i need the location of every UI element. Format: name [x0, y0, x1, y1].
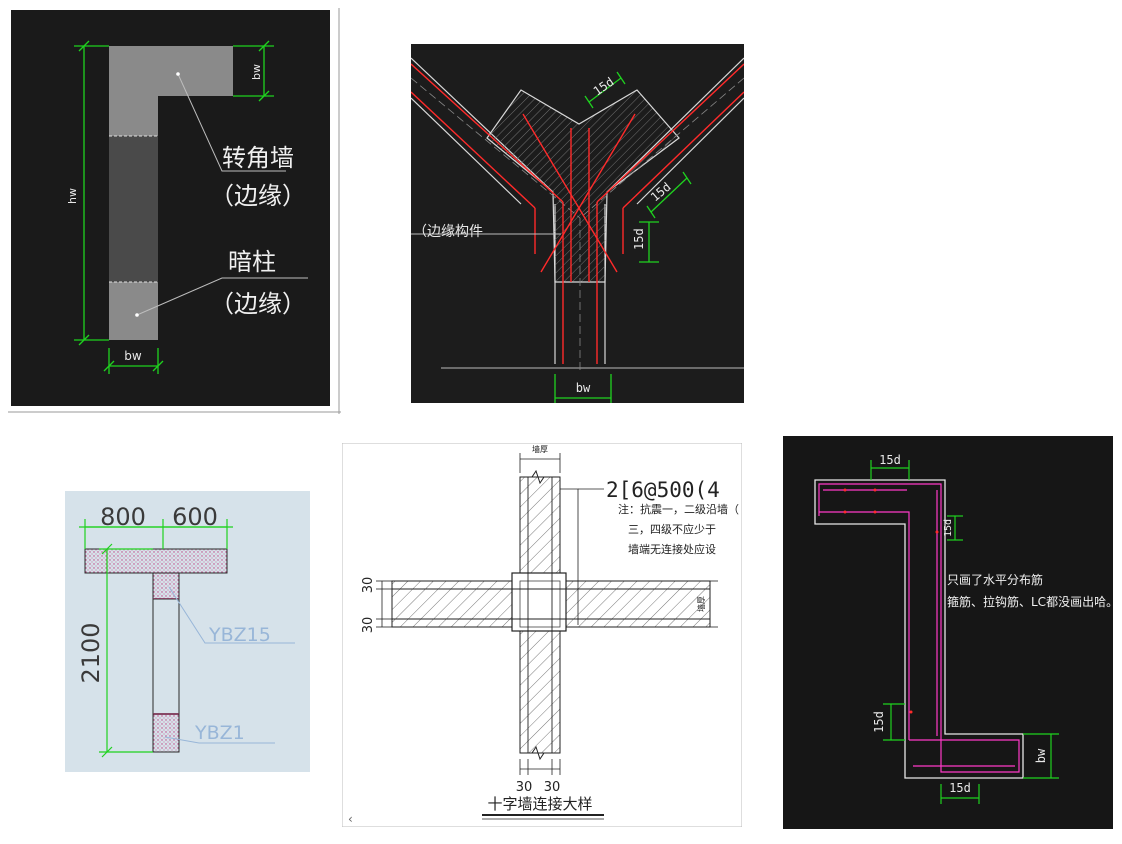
scroll-left-icon[interactable]: ‹	[348, 812, 353, 826]
corner-wall-panel: bw hw bw 转角墙 （边缘） 暗柱 （边缘）	[8, 8, 341, 414]
rebar-lines	[411, 63, 744, 364]
hidden-column-label: 暗柱	[228, 248, 276, 276]
corner-wall-edge-label: （边缘）	[210, 182, 306, 210]
dim-hw	[74, 40, 109, 346]
dim-2100-label: 2100	[77, 622, 105, 683]
dim-15d-bottom	[940, 784, 980, 804]
z-wall-panel: 15d 15d 15d 15d bw 只画了水平分布筋 箍筋、拉钩筋、LC都没画…	[783, 436, 1113, 829]
dim-bw-right	[1023, 733, 1059, 779]
dim-30-left-2: 30	[361, 617, 376, 634]
ybz1-label: YBZ1	[194, 722, 245, 744]
cross-wall-drawing: 墙厚 30 30 墙厚 30 30 2[6@500(4 注：抗震一，二级沿墙（ …	[342, 443, 742, 827]
dim-15d-bottom-left	[883, 703, 905, 741]
dim-15d-top-right-label: 15d	[943, 519, 954, 537]
dim-bw-y-label: bw	[576, 381, 591, 395]
note-line-3: 墙端无连接处应设	[628, 542, 716, 556]
wall-web	[152, 598, 180, 715]
dim-bw-right-label: bw	[1034, 748, 1048, 763]
y-joint-panel: 15d 15d 15d bw （边缘构件	[411, 44, 744, 403]
y-joint-drawing: 15d 15d 15d bw （边缘构件	[411, 44, 744, 403]
dim-wall-thickness-top-label: 墙厚	[532, 444, 548, 454]
note-line-2: 三，四级不应少于	[628, 522, 716, 536]
edge-member-label: （边缘构件	[413, 224, 483, 240]
corner-wall-drawing: bw hw bw 转角墙 （边缘） 暗柱 （边缘）	[8, 8, 341, 414]
rebar-spec-label: 2[6@500(4	[606, 478, 720, 502]
dim-15d-side	[639, 221, 659, 263]
z-wall-drawing: 15d 15d 15d 15d bw 只画了水平分布筋 箍筋、拉钩筋、LC都没画…	[783, 436, 1113, 829]
dim-bw-y	[554, 374, 612, 403]
dim-15d-top-label: 15d	[879, 453, 901, 467]
hidden-column	[109, 282, 158, 340]
dim-30-bottom-1: 30	[516, 780, 533, 795]
t-wall-panel: 800 600 2100 YBZ15 YBZ1	[65, 491, 310, 772]
ybz1-end	[152, 713, 180, 753]
wall-body	[109, 136, 158, 282]
dim-bw-top	[233, 40, 274, 102]
t-wall-drawing: 800 600 2100 YBZ15 YBZ1	[65, 491, 310, 772]
edge-member-core	[486, 89, 680, 283]
dim-wall-thickness-right-label: 墙厚	[696, 596, 706, 612]
dim-bw-top-label: bw	[250, 64, 263, 80]
dim-800-label: 800	[100, 503, 146, 531]
ybz15-label: YBZ15	[208, 624, 271, 646]
dim-800-600	[79, 519, 233, 549]
dim-wall-thickness-right	[704, 580, 718, 628]
dim-15d-top	[584, 71, 626, 109]
dim-15d-bottom-label: 15d	[949, 781, 971, 795]
z-note-line-1: 只画了水平分布筋	[947, 572, 1043, 587]
z-note-line-2: 箍筋、拉钩筋、LC都没画出哈。	[947, 594, 1113, 609]
dim-30-30-left	[376, 580, 392, 628]
dim-15d-side-label: 15d	[632, 228, 646, 250]
dim-15d-mid	[646, 171, 692, 219]
corner-wall-label: 转角墙	[222, 144, 294, 172]
ybz15-web	[152, 572, 180, 600]
dim-15d-top	[870, 460, 910, 480]
dim-hw-label: hw	[66, 188, 79, 204]
dim-600-label: 600	[172, 503, 218, 531]
dim-15d-bottom-left-label: 15d	[872, 711, 886, 733]
dim-wall-thickness-top	[519, 453, 561, 473]
cross-wall-caption: 十字墙连接大样	[487, 795, 592, 813]
note-line-1: 注：抗震一，二级沿墙（	[618, 502, 739, 516]
corner-wall-flange	[109, 46, 233, 96]
t-wall-flange	[84, 548, 228, 574]
corner-wall-upper	[109, 96, 158, 136]
dim-bw-bottom	[103, 348, 164, 374]
dim-bw-bottom-label: bw	[124, 349, 142, 363]
dim-30-bottom-2: 30	[544, 780, 561, 795]
dim-30-left-1: 30	[361, 577, 376, 594]
cross-wall-panel: 墙厚 30 30 墙厚 30 30 2[6@500(4 注：抗震一，二级沿墙（ …	[342, 443, 742, 827]
dim-2100	[99, 543, 153, 758]
hidden-column-edge-label: （边缘）	[210, 290, 306, 318]
dim-15d-top-right	[947, 515, 963, 541]
rebar-outline	[818, 483, 1020, 773]
dim-30-30-bottom	[519, 759, 561, 775]
